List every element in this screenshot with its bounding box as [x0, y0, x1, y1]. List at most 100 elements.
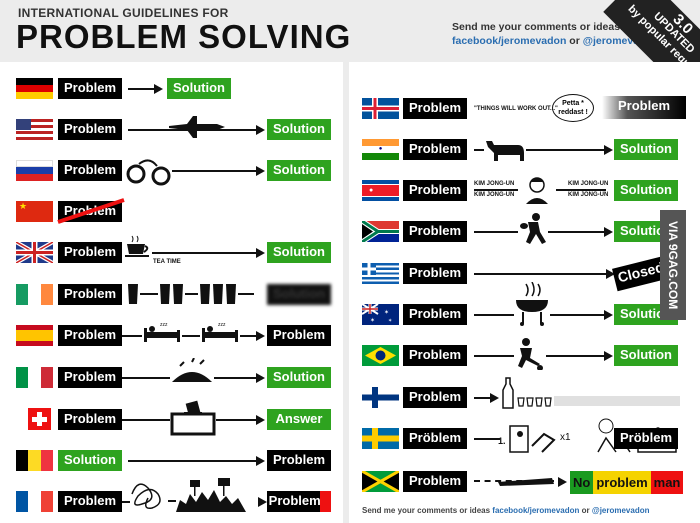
arrow-line: [122, 419, 170, 421]
svg-text:1.: 1.: [498, 436, 506, 446]
arrow-head-icon: [604, 145, 613, 155]
answer-box: Answer: [267, 409, 331, 430]
drone-icon: [169, 116, 225, 138]
arrow-line: [474, 189, 518, 191]
solution-box: Solution: [267, 119, 331, 140]
arrow-head-icon: [154, 84, 163, 94]
svg-text:✶: ✶: [370, 317, 375, 324]
footer-or: or: [581, 506, 590, 515]
solution-box: Solution: [267, 160, 331, 181]
flag-sweden: [362, 428, 399, 449]
problem-box: Problem: [58, 409, 122, 430]
facebook-link[interactable]: facebook/jeromevadon: [452, 35, 567, 47]
kim-caption: KIM JONG-UN: [568, 192, 609, 198]
svg-text:zzz: zzz: [160, 322, 168, 328]
problem-box: Problem: [403, 471, 467, 492]
arrow-line: [474, 397, 492, 399]
flag-russia: [16, 160, 53, 181]
solution-box: Solution: [58, 450, 122, 471]
arrow-line: [172, 170, 256, 172]
arrow-line: [122, 501, 130, 503]
flag-jamaica: [362, 471, 399, 492]
arrow-head-icon: [256, 125, 265, 135]
problem-box: Problem: [58, 78, 122, 99]
arrow-line: [474, 149, 484, 151]
problem-box: Problem: [403, 345, 467, 366]
arrow-line: [128, 88, 154, 90]
solution-box: Solution: [614, 180, 678, 201]
arrow-line: [214, 377, 256, 379]
protest-icon: [131, 478, 246, 512]
arrow-line: [240, 335, 256, 337]
problem-box: Problem: [403, 304, 467, 325]
bed-icon: zzz: [144, 322, 180, 342]
man-segment: man: [650, 471, 684, 494]
arrow-line: [556, 189, 606, 191]
problem-box: Problem: [58, 242, 122, 263]
no-problem-man-box: No problem man: [570, 471, 684, 494]
problem-box: Problem: [403, 180, 467, 201]
ballot-box-icon: [170, 400, 216, 436]
solution-box: Solution: [614, 139, 678, 160]
arrow-line: [474, 355, 514, 357]
arrow-line: [526, 149, 604, 151]
svg-text:✶: ✶: [384, 309, 389, 316]
strike-through-icon: [57, 198, 125, 224]
x1-label: x1: [560, 432, 571, 443]
arrow-line: [122, 377, 170, 379]
arrow-head-icon: [256, 415, 265, 425]
arrow-line: [548, 231, 604, 233]
flag-italy: [16, 367, 53, 388]
solution-box: Solution: [267, 242, 331, 263]
cow-icon: [486, 141, 524, 161]
solution-box: Solution: [614, 345, 678, 366]
arrow-head-icon: [256, 248, 265, 258]
flag-uk: [16, 242, 53, 263]
flag-iceland: [362, 98, 399, 119]
flag-australia: ✶ ✶ ✶: [362, 304, 399, 325]
handcuffs-icon: [126, 159, 171, 186]
problems-label: ProblemS: [268, 493, 330, 508]
money-pile-icon: [172, 358, 212, 382]
arrow-line: [152, 252, 256, 254]
problems-box: ProblemS: [267, 491, 331, 512]
flag-north-korea: ●: [362, 180, 399, 201]
contact-line: Send me your comments or ideas:: [452, 21, 624, 33]
arrow-line: [474, 438, 500, 440]
leader-portrait-icon: [526, 177, 548, 204]
footer-twitter-link[interactable]: @jeromevadon: [591, 506, 650, 515]
solution-box: Solution: [267, 367, 331, 388]
flag-france: [16, 491, 53, 512]
arrow-head-icon: [606, 269, 615, 279]
problem-box: Pröblem: [403, 428, 467, 449]
problem-segment: problem: [593, 471, 651, 494]
flag-germany: [16, 78, 53, 99]
solution-box: Solution: [167, 78, 231, 99]
arrow-line: [122, 335, 142, 337]
problem-box: Problem: [58, 325, 122, 346]
flag-india: ●: [362, 139, 399, 160]
arrow-head-icon: [490, 393, 499, 403]
problem-box: Problem: [403, 139, 467, 160]
footer-facebook-link[interactable]: facebook/jeromevadon: [492, 506, 580, 515]
problem-box: Problem: [58, 119, 122, 140]
flag-ireland: [16, 284, 53, 305]
problem-box: Problem: [403, 387, 467, 408]
svg-text:✶: ✶: [388, 318, 392, 324]
problem-box: Problem: [403, 221, 467, 242]
problem-box: Problem: [58, 284, 122, 305]
football-player-icon: [518, 338, 543, 370]
kim-caption: KIM JONG-UN: [474, 181, 515, 187]
teacup-icon: [125, 235, 149, 257]
problem-box: Problem: [58, 160, 122, 181]
arrow-head-icon: [604, 351, 613, 361]
bbq-grill-icon: [516, 282, 548, 326]
quote-caption: "THINGS WILL WORK OUT...": [474, 106, 558, 112]
arrow-head-icon: [604, 227, 613, 237]
problem-box: Problem: [58, 367, 122, 388]
kim-caption: KIM JONG-UN: [568, 181, 609, 187]
flag-brazil: [362, 345, 399, 366]
arrow-line: [128, 460, 256, 462]
flag-belgium: [16, 450, 53, 471]
arrow-line: [474, 273, 608, 275]
